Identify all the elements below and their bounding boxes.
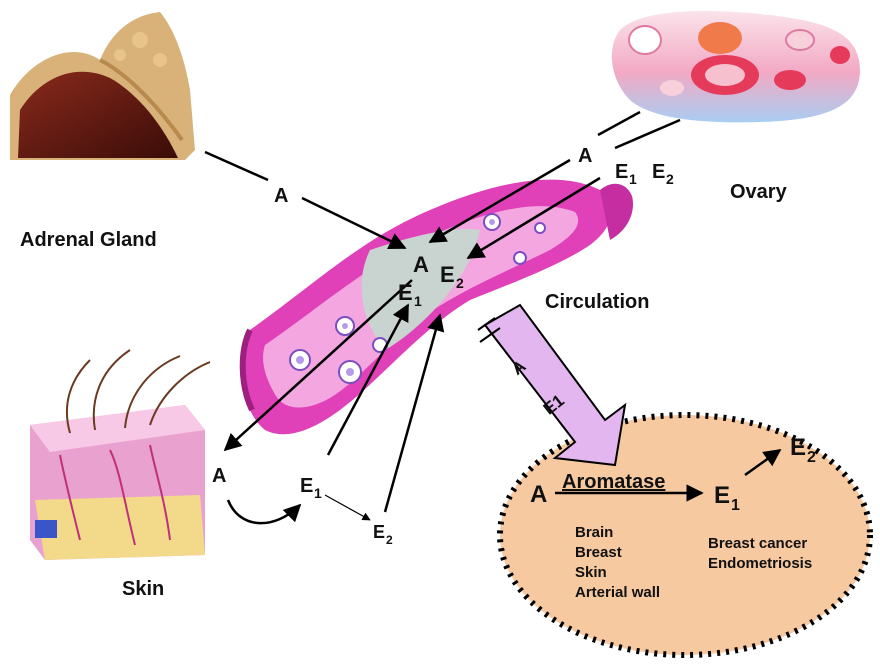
adrenal-androgen-symbol: A	[274, 185, 288, 207]
ovary-estrogens-symbol: E 1 E 2	[615, 161, 674, 187]
ovary-illustration	[612, 11, 860, 122]
circulation-label: Circulation	[545, 291, 649, 313]
ovary-a-arrow-tail	[598, 112, 640, 135]
adrenal-gland-label: Adrenal Gland	[20, 229, 157, 251]
circulation-to-tissue-arrow	[478, 305, 625, 465]
skin-label: Skin	[122, 578, 164, 600]
svg-text:E: E	[398, 280, 413, 305]
normal-tissue-item: Skin	[575, 564, 607, 581]
svg-text:2: 2	[666, 171, 674, 187]
svg-text:2: 2	[807, 449, 816, 466]
ovary-e-arrow-tail	[615, 120, 680, 148]
svg-text:2: 2	[386, 533, 393, 547]
svg-text:E: E	[440, 262, 455, 287]
skin-illustration	[30, 350, 210, 560]
disease-item: Breast cancer	[708, 535, 807, 552]
plasma-androgen-symbol: A	[413, 252, 429, 277]
adrenal-gland-illustration	[10, 12, 195, 160]
svg-text:1: 1	[414, 293, 422, 309]
normal-tissue-item: Brain	[575, 524, 613, 541]
ovary-androgen-symbol: A	[578, 145, 592, 167]
svg-text:1: 1	[731, 497, 740, 514]
normal-tissue-item: Arterial wall	[575, 584, 660, 601]
svg-text:2: 2	[456, 275, 464, 291]
svg-text:E: E	[714, 482, 730, 509]
aromatase-label: Aromatase	[562, 471, 665, 493]
svg-text:1: 1	[314, 485, 322, 501]
skin-androgen-symbol: A	[212, 465, 226, 487]
svg-text:E: E	[652, 161, 665, 183]
adrenal-a-arrow	[302, 198, 405, 248]
e1-to-e2-arrow	[325, 495, 370, 520]
svg-text:1: 1	[629, 171, 637, 187]
skin-estrone-symbol: E 1	[300, 475, 322, 501]
tissue-androgen-symbol: A	[530, 481, 547, 508]
disease-item: Endometriosis	[708, 555, 812, 572]
normal-tissue-item: Breast	[575, 544, 622, 561]
svg-text:E: E	[300, 475, 313, 497]
svg-text:E: E	[615, 161, 628, 183]
ovary-label: Ovary	[730, 181, 788, 203]
skin-estradiol-symbol: E 2	[373, 522, 393, 547]
svg-text:E: E	[373, 522, 385, 542]
svg-text:E: E	[790, 434, 806, 461]
adrenal-a-arrow-tail	[205, 152, 268, 180]
a-to-e1-curved-arrow	[228, 500, 300, 523]
